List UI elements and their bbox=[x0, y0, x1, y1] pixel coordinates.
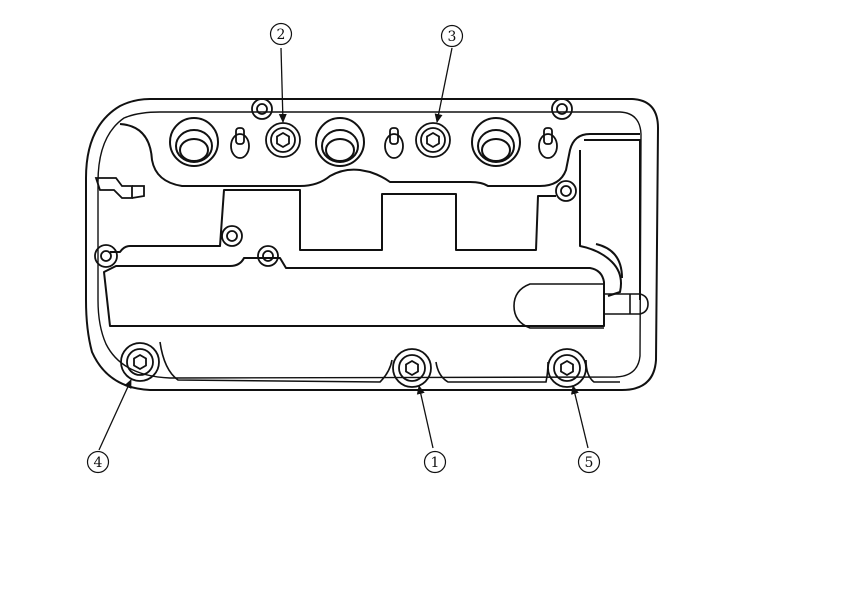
callout-labels: 2 3 4 1 5 bbox=[86, 22, 601, 474]
studs bbox=[230, 127, 558, 159]
callout-3-label: 3 bbox=[448, 29, 457, 45]
cover-outline bbox=[85, 98, 659, 391]
plug-hole-1 bbox=[169, 117, 219, 167]
stud-2 bbox=[384, 127, 404, 159]
stud-1 bbox=[230, 127, 250, 159]
leader-lines bbox=[98, 47, 589, 451]
left-bracket bbox=[94, 177, 145, 199]
callout-2-label: 2 bbox=[277, 27, 286, 43]
stud-3 bbox=[538, 127, 558, 159]
hex-bolt-5 bbox=[547, 348, 587, 388]
spark-plug-holes bbox=[169, 117, 521, 167]
callout-4: 4 bbox=[86, 450, 110, 474]
hex-bolt-3 bbox=[415, 122, 451, 158]
hex-bolts bbox=[120, 122, 587, 388]
callout-5: 5 bbox=[577, 450, 601, 474]
hex-bolt-2 bbox=[265, 122, 301, 158]
bolt-holes bbox=[94, 98, 577, 268]
callout-2: 2 bbox=[269, 22, 293, 46]
callout-5-label: 5 bbox=[585, 455, 594, 471]
lower-channel bbox=[159, 283, 649, 383]
plug-hole-2 bbox=[315, 117, 365, 167]
plug-hole-3 bbox=[471, 117, 521, 167]
callout-1-label: 1 bbox=[431, 455, 440, 471]
callout-1: 1 bbox=[423, 450, 447, 474]
top-rib-channel bbox=[103, 123, 641, 327]
callout-4-label: 4 bbox=[94, 455, 103, 471]
hex-bolt-4 bbox=[120, 342, 160, 382]
hex-bolt-1 bbox=[392, 348, 432, 388]
callout-3: 3 bbox=[440, 24, 464, 48]
